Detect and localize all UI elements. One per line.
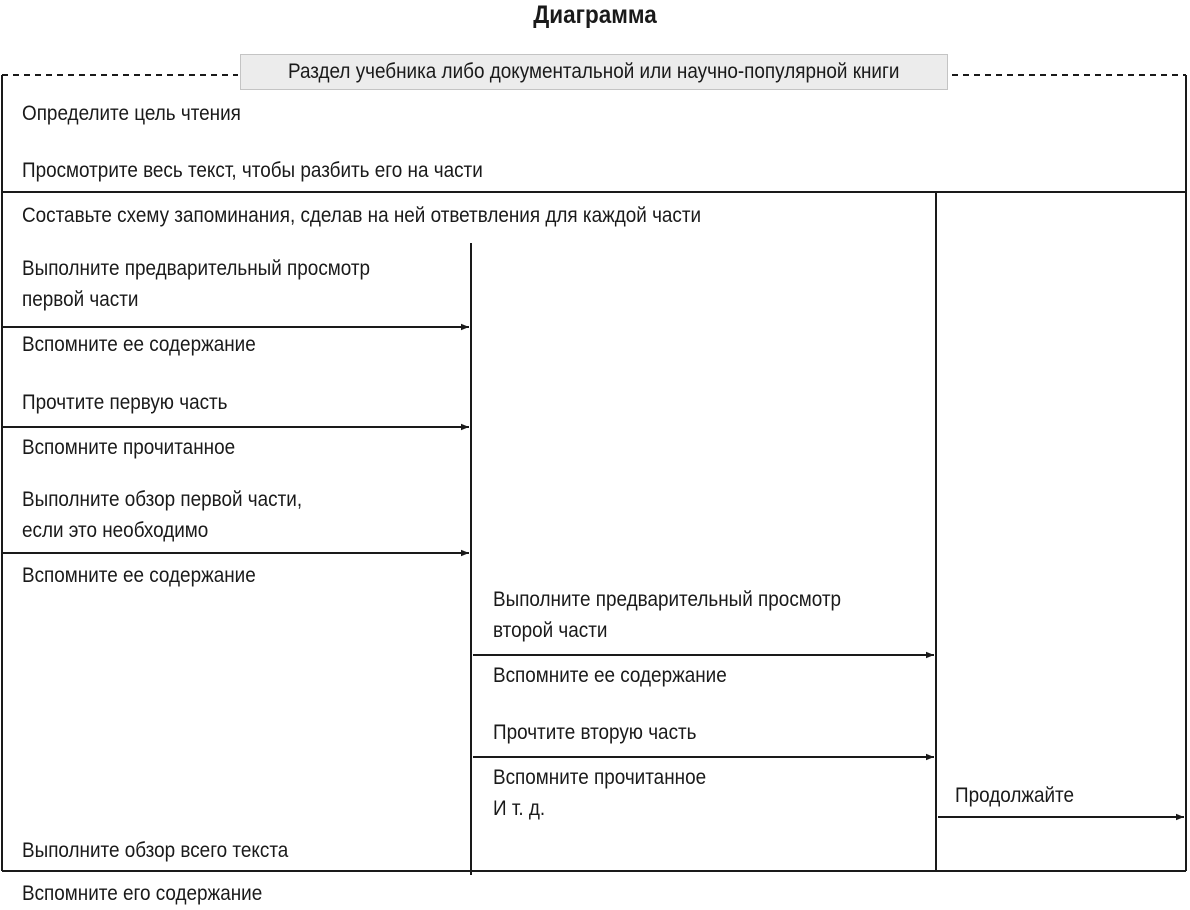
step-part2-preview-line1: Выполните предварительный просмотр <box>493 588 842 611</box>
section-header-text: Раздел учебника либо документальной или … <box>288 60 900 83</box>
step-part2-read: Прочтите вторую часть <box>493 721 697 744</box>
step-part1-recall-content-2: Вспомните ее содержание <box>22 564 256 587</box>
step-part1-review-line2: если это необходимо <box>22 519 209 542</box>
step-define-goal: Определите цель чтения <box>22 102 241 125</box>
step-part1-preview-line2: первой части <box>22 288 139 311</box>
diagram-title: Диаграмма <box>533 1 657 29</box>
step-review-all: Выполните обзор всего текста <box>22 839 289 862</box>
step-recall-all: Вспомните его содержание <box>22 882 263 905</box>
step-make-scheme: Составьте схему запоминания, сделав на н… <box>22 204 702 227</box>
step-part2-preview-line2: второй части <box>493 619 608 642</box>
step-part2-etc: И т. д. <box>493 797 546 820</box>
step-part1-preview-line1: Выполните предварительный просмотр <box>22 257 371 280</box>
step-part1-review-line1: Выполните обзор первой части, <box>22 488 303 511</box>
step-continue: Продолжайте <box>955 784 1075 807</box>
step-part1-recall-content-1: Вспомните ее содержание <box>22 333 256 356</box>
step-part1-recall-read: Вспомните прочитанное <box>22 436 236 459</box>
section-header-box: Раздел учебника либо документальной или … <box>240 54 948 90</box>
step-part1-read: Прочтите первую часть <box>22 391 228 414</box>
step-part2-recall-read: Вспомните прочитанное <box>493 766 707 789</box>
step-part2-recall-content: Вспомните ее содержание <box>493 664 727 687</box>
step-skim-text: Просмотрите весь текст, чтобы разбить ег… <box>22 159 483 182</box>
